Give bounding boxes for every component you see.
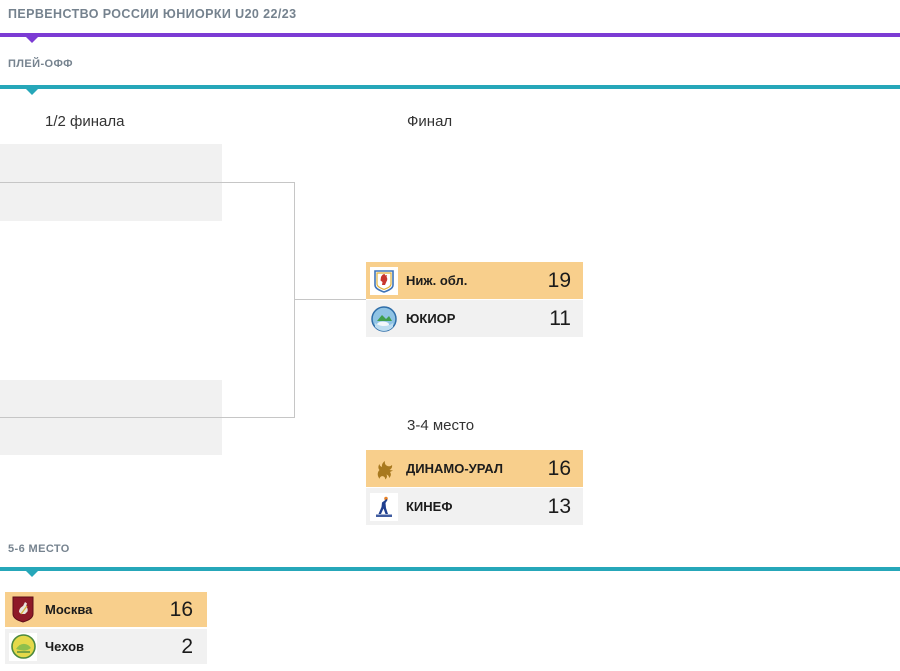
semifinal1-empty-slot-home [0,144,222,182]
round-header-place34: 3-4 место [407,417,475,434]
chekhov-emblem-icon [9,632,37,661]
section-marker-icon [26,571,38,577]
bracket-connector-line [0,417,295,418]
team-row-yukior[interactable]: ЮКИОР 11 [366,300,583,337]
team-name: Москва [45,602,93,617]
playoff-section-label: ПЛЕЙ-ОФФ [8,58,73,70]
nizhniy-oblast-crest-icon [370,266,398,295]
round-header-final: Финал [407,113,453,130]
bracket-connector-line [0,182,295,183]
team-row-moskva[interactable]: Москва 16 [5,592,207,627]
page-title: ПЕРВЕНСТВО РОССИИ ЮНИОРКИ U20 22/23 [8,7,297,21]
team-row-kinef[interactable]: КИНЕФ 13 [366,488,583,525]
team-score: 13 [547,494,571,518]
section-marker-icon [26,37,38,43]
moskva-crest-icon [9,596,37,624]
team-row-nizh-obl[interactable]: Ниж. обл. 19 [366,262,583,299]
team-name: ЮКИОР [406,311,456,326]
yukior-emblem-icon [370,305,398,333]
team-row-chekhov[interactable]: Чехов 2 [5,629,207,664]
round-header-semifinal: 1/2 финала [45,113,125,130]
bracket-connector-line [294,182,295,418]
place56-divider-rule [0,567,900,577]
section-marker-icon [26,89,38,95]
semifinal1-empty-slot-away [0,183,222,221]
match-place34: ДИНАМО-УРАЛ 16 КИНЕФ 13 [366,450,583,526]
team-row-dynamo-ural[interactable]: ДИНАМО-УРАЛ 16 [366,450,583,487]
team-score: 19 [547,268,571,292]
semifinal2-empty-slot-away [0,418,222,455]
team-score: 11 [549,306,571,330]
kinef-emblem-icon [370,492,398,521]
team-name: ДИНАМО-УРАЛ [406,461,503,476]
team-name: Чехов [45,639,85,654]
match-place56: Москва 16 Чехов 2 [5,592,207,666]
match-final: Ниж. обл. 19 ЮКИОР 11 [366,262,583,338]
playoff-divider-rule [0,85,900,95]
team-score: 2 [181,634,193,658]
place56-section-label: 5-6 МЕСТО [8,543,70,555]
team-name: КИНЕФ [406,499,453,514]
team-name: Ниж. обл. [406,273,468,288]
dynamo-ural-dragon-icon [370,455,398,483]
team-score: 16 [169,597,193,621]
tournament-divider-rule [0,33,900,43]
team-score: 16 [547,456,571,480]
semifinal2-empty-slot-home [0,380,222,417]
bracket-connector-line [294,299,366,300]
